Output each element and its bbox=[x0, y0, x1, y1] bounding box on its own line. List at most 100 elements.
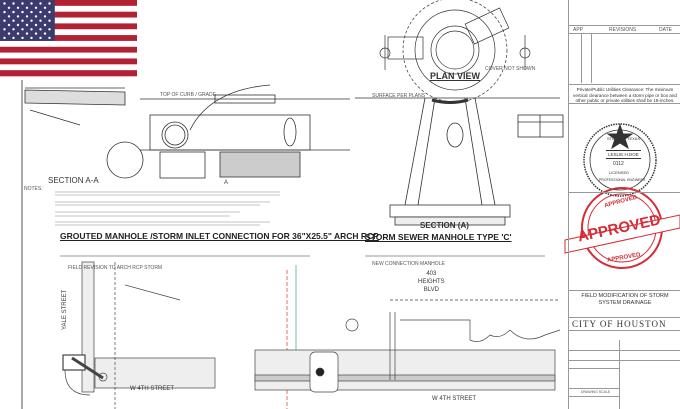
flag-star bbox=[21, 19, 24, 22]
flag-star bbox=[12, 10, 15, 14]
flag-star bbox=[7, 32, 11, 35]
flag-star bbox=[16, 32, 20, 35]
notes-label: NOTES: bbox=[24, 186, 43, 192]
flag-star bbox=[7, 6, 11, 9]
flag-star bbox=[7, 15, 11, 18]
flag-star bbox=[16, 15, 20, 18]
seal-name: LESLIE H.DOE bbox=[606, 150, 641, 159]
flag-star bbox=[21, 2, 24, 5]
plan-view-label: PLAN VIEW bbox=[430, 71, 481, 81]
engineer-seal bbox=[583, 123, 657, 197]
stamp-top-text: APPROVED bbox=[603, 194, 638, 210]
flag-stripe bbox=[0, 64, 137, 71]
clearance-note: Private/Public Utilities Clearance: The … bbox=[573, 87, 677, 103]
flag-star bbox=[3, 10, 6, 14]
flag-star bbox=[48, 28, 51, 31]
yale-street-label: YALE STREET bbox=[62, 289, 68, 330]
flag-star bbox=[30, 28, 33, 31]
flag-canton bbox=[0, 0, 55, 41]
flag-stripe bbox=[0, 0, 137, 7]
address-label: 403 HEIGHTS BLVD bbox=[418, 271, 445, 293]
flag-star bbox=[7, 23, 11, 27]
flag-stripe bbox=[0, 29, 137, 36]
flag-star bbox=[48, 2, 51, 5]
flag-star bbox=[12, 2, 15, 5]
surface-per-plans-label: SURFACE PER PLANS bbox=[372, 93, 426, 99]
w4th-street-right: W 4TH STREET bbox=[432, 396, 477, 402]
flag-star bbox=[30, 2, 33, 5]
flag-star bbox=[21, 28, 24, 31]
flag-star bbox=[30, 36, 33, 40]
flag-star bbox=[39, 28, 42, 31]
flag-star bbox=[16, 6, 20, 9]
flag-star bbox=[16, 23, 20, 27]
flag-star bbox=[39, 2, 42, 5]
us-flag bbox=[0, 0, 137, 77]
flag-star bbox=[12, 19, 15, 22]
flag-star bbox=[43, 23, 47, 27]
title-block: APP REVISIONS DATE Private/Public Utilit… bbox=[568, 0, 680, 409]
flag-star bbox=[12, 28, 15, 31]
cover-not-shown-label: COVER NOT SHOWN bbox=[485, 66, 536, 72]
flag-star bbox=[30, 10, 33, 14]
sheet-title: FIELD MODIFICATION OF STORM SYSTEM DRAIN… bbox=[581, 293, 669, 306]
flag-star bbox=[43, 6, 47, 9]
new-connection-label: NEW CONNECTION MANHOLE bbox=[372, 261, 445, 267]
section-a-drawing bbox=[355, 97, 564, 226]
section-aa-label: SECTION A-A bbox=[48, 176, 99, 185]
flag-star bbox=[3, 36, 6, 40]
flag-stripe bbox=[0, 5, 137, 12]
flag-star bbox=[3, 2, 6, 5]
flag-star bbox=[34, 6, 38, 9]
flag-stripe bbox=[0, 40, 137, 48]
flag-star bbox=[34, 15, 38, 18]
flag-star bbox=[39, 10, 42, 14]
top-of-grade-label: TOP OF CURB / GRADE bbox=[160, 92, 216, 98]
stamp-main-text: APPROVED bbox=[576, 211, 663, 246]
flag-star bbox=[34, 32, 38, 35]
flag-star bbox=[25, 15, 29, 18]
title-grouted-manhole: GROUTED MANHOLE /STORM INLET CONNECTION … bbox=[60, 231, 379, 241]
flag-stripe bbox=[0, 11, 137, 18]
plan-right-drawing bbox=[254, 265, 561, 409]
flag-star bbox=[48, 19, 51, 22]
flag-star bbox=[48, 36, 51, 40]
flag-stripe bbox=[0, 46, 137, 53]
flag-star bbox=[3, 28, 6, 31]
title-storm-manhole: STORM SEWER MANHOLE TYPE 'C' bbox=[365, 232, 512, 242]
w4th-street-left: W 4TH STREET bbox=[130, 386, 175, 392]
flag-star bbox=[25, 6, 29, 9]
flag-star bbox=[39, 36, 42, 40]
approved-stamp bbox=[564, 187, 680, 269]
flag-star bbox=[48, 10, 51, 14]
city-name: CITY OF HOUSTON bbox=[572, 319, 667, 329]
flag-stripe bbox=[0, 52, 137, 59]
section-a-label: SECTION (A) bbox=[420, 221, 469, 230]
seal-number: 0112 bbox=[613, 161, 624, 167]
flag-star bbox=[43, 15, 47, 18]
notes-text-lines bbox=[55, 191, 545, 257]
flag-star bbox=[34, 23, 38, 27]
flag-star bbox=[12, 36, 15, 40]
flag-star bbox=[39, 19, 42, 22]
flag-star bbox=[3, 19, 6, 22]
plan-left-drawing bbox=[62, 261, 216, 409]
section-aa-drawing bbox=[24, 84, 350, 179]
flag-stripe bbox=[0, 70, 137, 77]
stamp-bottom-text: APPROVED bbox=[606, 252, 641, 264]
revisions-header: REVISIONS bbox=[609, 27, 637, 33]
flag-stripe bbox=[0, 23, 137, 30]
app-header: APP bbox=[573, 27, 584, 33]
drawing-scale-label: DRAWING SCALE bbox=[581, 390, 611, 394]
flag-star bbox=[25, 23, 29, 27]
flag-stripe bbox=[0, 17, 137, 24]
flag-star bbox=[43, 32, 47, 35]
flag-star bbox=[21, 36, 24, 40]
date-header: DATE bbox=[659, 27, 672, 33]
seal-licensed: LICENSED bbox=[609, 170, 630, 175]
section-marker-a: A bbox=[224, 180, 229, 186]
flag-star bbox=[21, 10, 24, 14]
flag-stripe bbox=[0, 35, 137, 42]
flag-star bbox=[30, 19, 33, 22]
